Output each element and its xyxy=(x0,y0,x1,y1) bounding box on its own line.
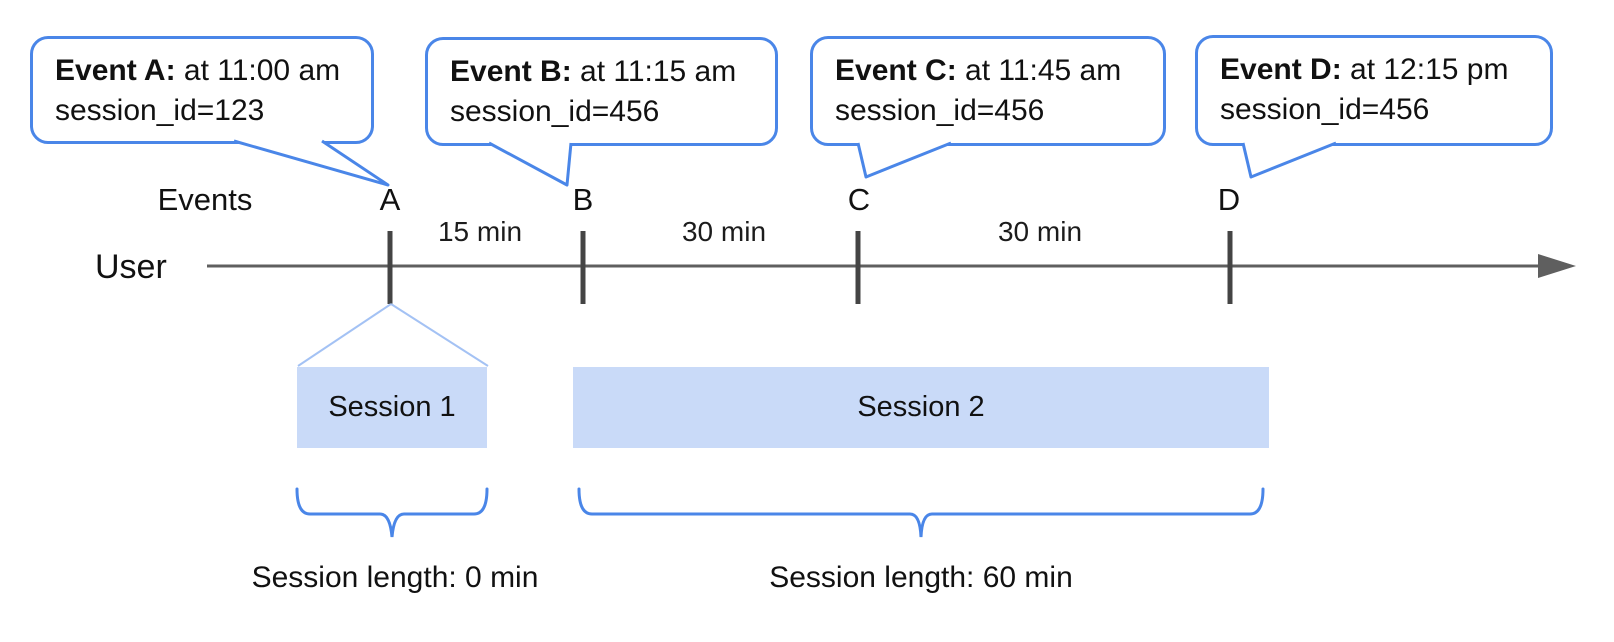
timeline-arrowhead-icon xyxy=(1538,254,1576,278)
event-b-callout-tail xyxy=(488,141,573,187)
event-d-title: Event D: xyxy=(1220,53,1342,86)
event-a-session-id: session_id=123 xyxy=(55,94,265,127)
event-d-callout-tail xyxy=(1241,141,1337,179)
event-d-session-id: session_id=456 xyxy=(1220,93,1430,126)
session-1-funnel-lines xyxy=(297,303,489,367)
event-d-callout: Event D: at 12:15 pm session_id=456 xyxy=(1195,35,1553,146)
event-a-title: Event A: xyxy=(55,54,176,87)
event-d-time: at 12:15 pm xyxy=(1341,53,1509,86)
session-1-brace xyxy=(295,487,489,538)
marker-a-label: A xyxy=(379,182,401,217)
interval-b-c-label: 30 min xyxy=(681,216,767,247)
event-c-title: Event C: xyxy=(835,54,957,87)
event-a-callout-tail xyxy=(233,139,390,187)
user-axis-label: User xyxy=(95,248,167,286)
event-b-title: Event B: xyxy=(450,55,572,88)
session-1-label: Session 1 xyxy=(328,391,456,423)
marker-c-label: C xyxy=(847,182,871,217)
interval-c-d-label: 30 min xyxy=(997,216,1083,247)
event-c-line1: Event C: at 11:45 am xyxy=(835,51,1163,91)
event-a-line1: Event A: at 11:00 am xyxy=(55,51,371,91)
event-b-callout: Event B: at 11:15 am session_id=456 xyxy=(425,37,778,146)
marker-d-label: D xyxy=(1217,182,1241,217)
event-c-callout: Event C: at 11:45 am session_id=456 xyxy=(810,36,1166,146)
session-1-length-label: Session length: 0 min xyxy=(251,561,539,594)
event-b-session-id: session_id=456 xyxy=(450,95,660,128)
interval-a-b-label: 15 min xyxy=(437,216,523,247)
session-2-box: Session 2 xyxy=(573,367,1269,448)
marker-b-label: B xyxy=(572,182,594,217)
event-a-callout: Event A: at 11:00 am session_id=123 xyxy=(30,36,374,144)
event-b-time: at 11:15 am xyxy=(571,55,737,88)
event-b-line1: Event B: at 11:15 am xyxy=(450,52,775,92)
event-a-time: at 11:00 am xyxy=(175,54,341,87)
events-row-label: Events xyxy=(157,182,253,217)
session-1-box: Session 1 xyxy=(297,367,487,448)
session-2-length-label: Session length: 60 min xyxy=(769,561,1073,594)
event-d-line1: Event D: at 12:15 pm xyxy=(1220,50,1550,90)
event-c-session-id: session_id=456 xyxy=(835,94,1045,127)
session-2-brace xyxy=(577,487,1265,538)
session-2-label: Session 2 xyxy=(857,391,985,423)
event-c-time: at 11:45 am xyxy=(956,54,1122,87)
event-c-callout-tail xyxy=(856,141,952,179)
